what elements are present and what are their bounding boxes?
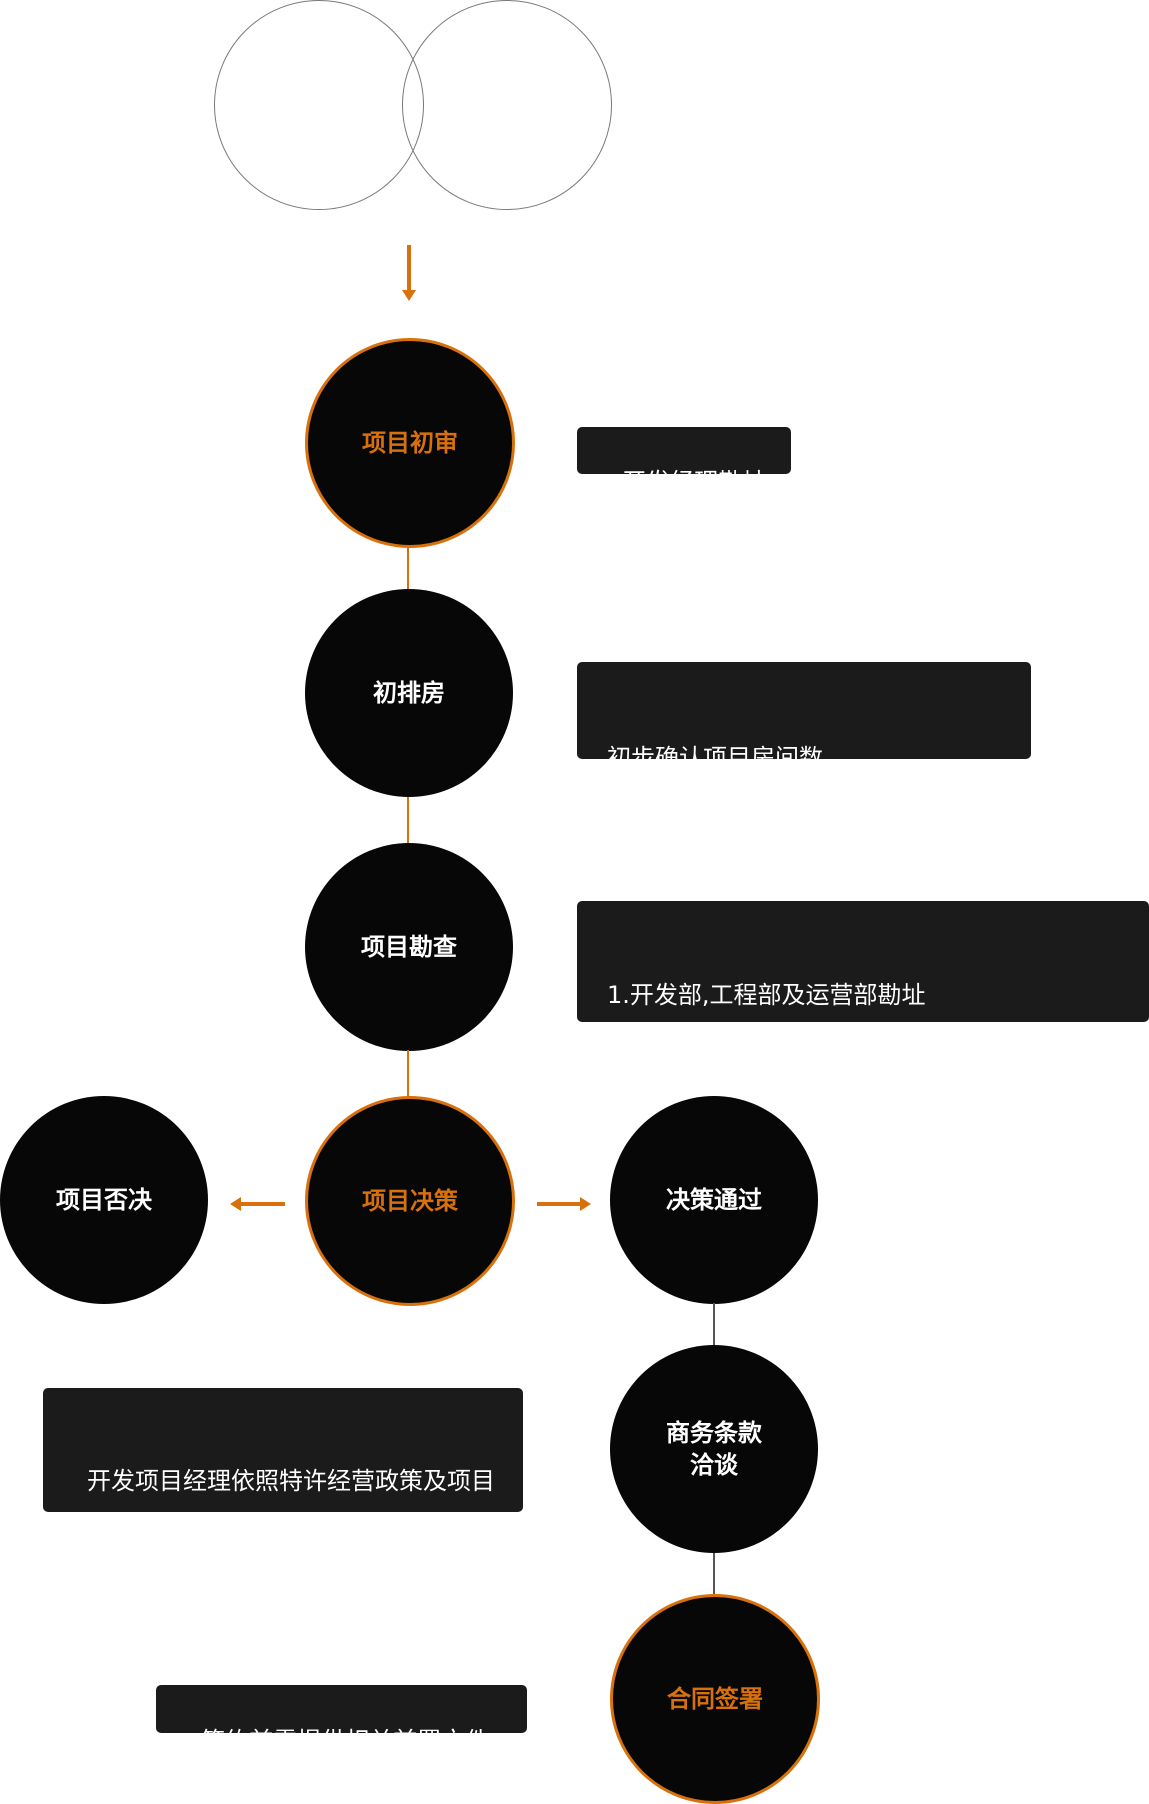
node-approved: 决策通过 <box>610 1096 818 1304</box>
node-preliminary-layout: 初排房 <box>305 589 513 797</box>
node-label: 项目勘查 <box>361 933 457 961</box>
node-label-line: 商务条款 <box>666 1419 762 1447</box>
node-label: 决策通过 <box>666 1186 762 1214</box>
node-label: 初排房 <box>373 679 445 707</box>
note-text: 开发经理勘址 <box>622 468 767 496</box>
arrow-down-icon <box>402 245 416 301</box>
note-site-survey: 1.开发部,工程部及运营部勘址 2.对项目的可行性及投资回报进行调查和分析 3.… <box>577 901 1149 1201</box>
node-rejected: 项目否决 <box>0 1096 208 1304</box>
node-site-survey: 项目勘查 <box>305 843 513 1051</box>
venn-circle-right <box>402 0 612 210</box>
note-line: 注意:初排房图纸不可作为施工依据 <box>607 840 976 868</box>
node-label-line: 洽谈 <box>690 1451 738 1479</box>
node-decision: 项目决策 <box>305 1096 515 1306</box>
arrow-left-icon <box>230 1197 285 1211</box>
node-initial-review: 项目初审 <box>305 338 515 548</box>
note-line: 初步确认项目房间数 <box>607 744 823 772</box>
node-label: 项目决策 <box>362 1187 458 1215</box>
connector-line <box>713 1553 715 1595</box>
arrow-right-icon <box>537 1197 591 1211</box>
note-line: 最终以双方签订的合同为准 <box>207 1659 495 1687</box>
connector-line <box>407 797 409 844</box>
note-preliminary-layout: 初步确认项目房间数 注意:初排房图纸不可作为施工依据 <box>577 662 1031 868</box>
connector-line <box>713 1303 715 1346</box>
node-negotiation: 商务条款 洽谈 <box>610 1345 818 1553</box>
node-label: 项目初审 <box>362 429 458 457</box>
note-contract-signing: 签约前需提供相关前置文件 <box>156 1685 527 1755</box>
node-label: 合同签署 <box>667 1685 763 1713</box>
note-line: 开发项目经理依照特许经营政策及项目 <box>87 1467 495 1495</box>
venn-circle-left <box>214 0 424 210</box>
node-label: 项目否决 <box>56 1186 152 1214</box>
note-line: 决策意见进行商务条款洽谈, <box>199 1563 495 1591</box>
note-negotiation: 开发项目经理依照特许经营政策及项目 决策意见进行商务条款洽谈, 最终以双方签订的… <box>43 1388 523 1687</box>
node-contract-signing: 合同签署 <box>610 1594 820 1804</box>
note-text: 签约前需提供相关前置文件 <box>201 1727 490 1755</box>
note-initial-review: 开发经理勘址 <box>577 427 791 496</box>
connector-line <box>407 548 409 590</box>
note-line: 1.开发部,工程部及运营部勘址 <box>607 981 926 1009</box>
connector-line <box>407 1050 409 1098</box>
